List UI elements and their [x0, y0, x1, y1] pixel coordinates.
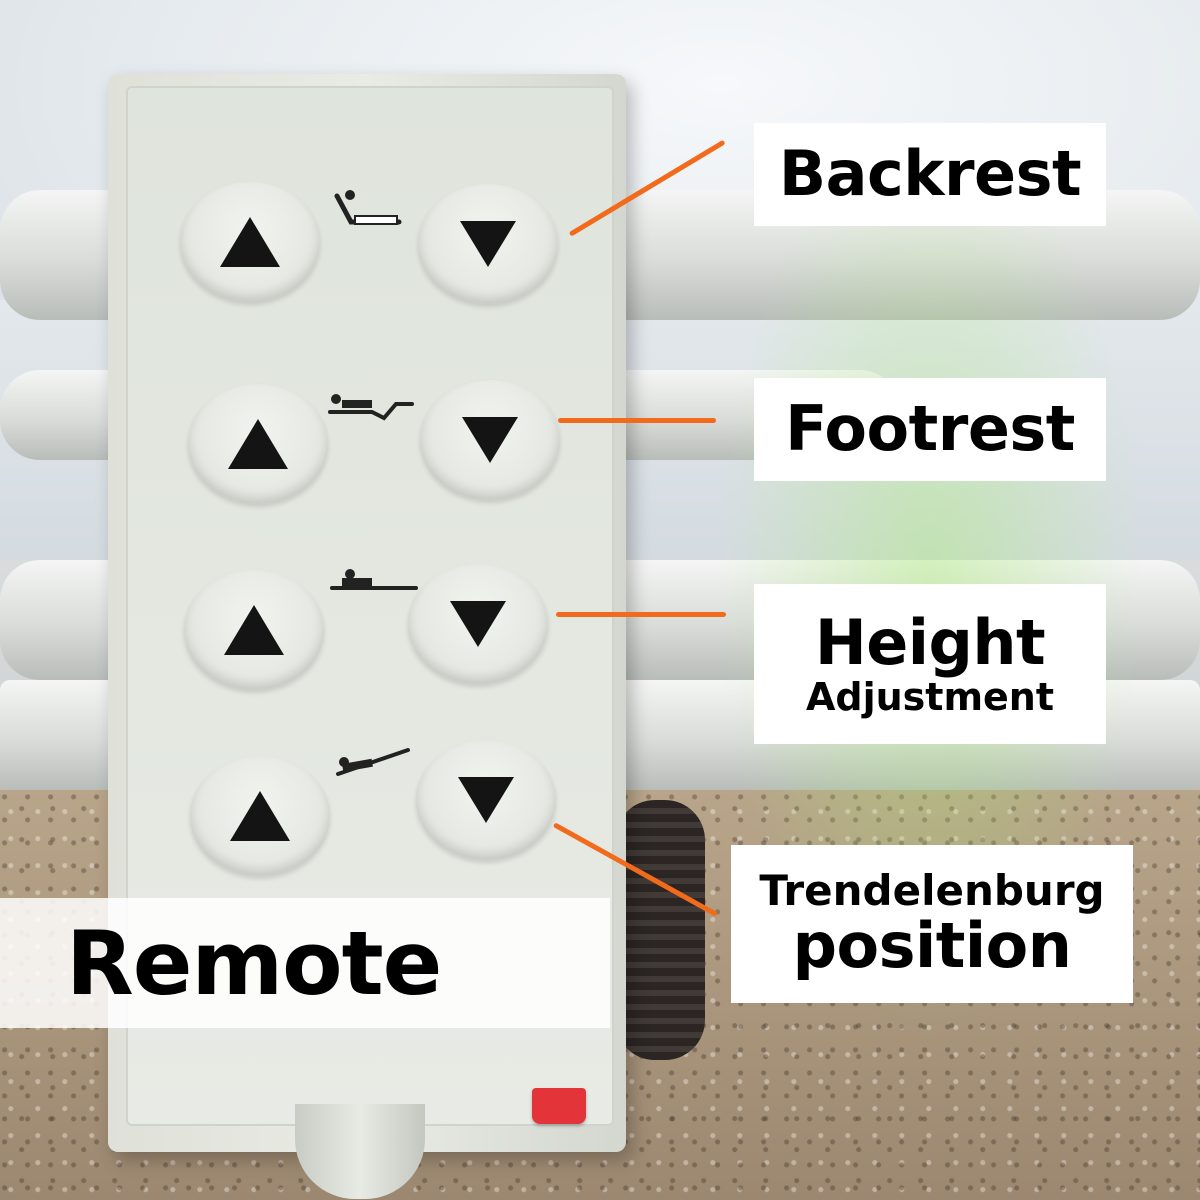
label-height-text: Height [814, 606, 1046, 679]
footrest-up-button[interactable] [188, 384, 328, 504]
triangle-down-icon [460, 221, 516, 267]
footrest-pictogram [328, 394, 414, 421]
backrest-up-button[interactable] [180, 182, 320, 302]
trendelenburg-up-button[interactable] [190, 756, 330, 876]
triangle-down-icon [458, 777, 514, 823]
label-trendelenburg-text: Trendelenburg [759, 865, 1105, 915]
trendelenburg-pictogram [336, 748, 410, 776]
coiled-cable [615, 800, 705, 1060]
trendelenburg-down-button[interactable] [416, 740, 556, 860]
height-down-button[interactable] [408, 564, 548, 684]
remote-title: Remote [66, 912, 442, 1015]
label-height-adjustment: Height Adjustment [754, 584, 1106, 744]
label-adjustment-text: Adjustment [805, 674, 1055, 719]
label-position-text: position [792, 909, 1072, 983]
triangle-up-icon [220, 217, 280, 267]
label-footrest: Footrest [754, 378, 1106, 481]
label-backrest-text: Backrest [778, 137, 1082, 211]
leader-height [556, 612, 726, 617]
height-pictogram [330, 569, 418, 590]
label-footrest-text: Footrest [785, 392, 1075, 466]
triangle-down-icon [450, 601, 506, 647]
footrest-down-button[interactable] [420, 380, 560, 500]
remote-banner: Remote [0, 898, 610, 1028]
triangle-up-icon [228, 419, 288, 469]
remote-cord-strain-relief [295, 1104, 425, 1199]
backrest-pictogram [334, 190, 402, 225]
red-stop-tab [532, 1088, 586, 1124]
label-trendelenburg: Trendelenburg position [731, 845, 1133, 1003]
height-up-button[interactable] [184, 570, 324, 690]
triangle-up-icon [230, 791, 290, 841]
triangle-up-icon [224, 605, 284, 655]
label-backrest: Backrest [754, 123, 1106, 226]
triangle-down-icon [462, 417, 518, 463]
leader-footrest [558, 418, 716, 423]
backrest-down-button[interactable] [418, 184, 558, 304]
